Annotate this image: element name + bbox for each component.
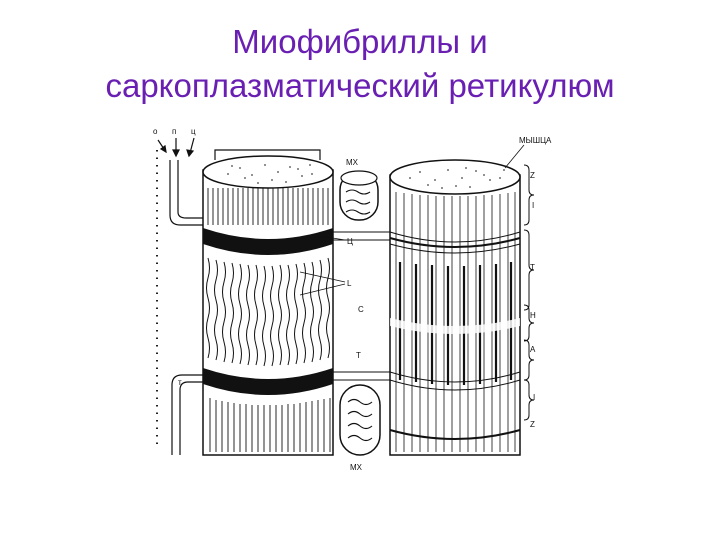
right-label-t: T: [530, 263, 535, 272]
right-label-h: H: [530, 311, 536, 320]
label-s: С: [358, 305, 364, 314]
label-t-middle: Т: [356, 351, 361, 360]
connecting-tubules: [333, 231, 390, 381]
page-title: Миофибриллы и саркоплазматический ретику…: [0, 20, 720, 108]
right-myofibril-cylinder: [389, 159, 521, 456]
left-myofibril-cylinder: [202, 155, 334, 456]
mx-bottom-label: МХ: [350, 463, 363, 472]
label-c-cistern: Ц: [347, 237, 353, 246]
right-brackets: [523, 164, 535, 421]
top-arrows: [157, 137, 195, 158]
transverse-tubule-left: [169, 149, 321, 455]
mx-top-label: МХ: [346, 158, 359, 167]
middle-leader-lines: [299, 235, 346, 296]
right-label-z-bottom: Z: [530, 420, 535, 429]
muscle-label: МЫШЦА: [519, 136, 552, 145]
mitochondrion-top: [339, 170, 379, 221]
top-label-o: о: [153, 127, 158, 136]
top-label-c: ц: [191, 127, 196, 136]
label-l: L: [347, 279, 352, 288]
right-label-i-top: I: [532, 201, 534, 210]
muscle-leader-line: [504, 144, 525, 169]
top-label-p: п: [172, 127, 176, 136]
right-label-a: A: [530, 345, 536, 354]
left-label-t: т: [178, 378, 182, 387]
right-label-i-bottom: I: [533, 393, 535, 402]
title-line-1: Миофибриллы и: [232, 23, 488, 60]
right-label-z-top: Z: [530, 171, 535, 180]
mitochondrion-bottom: [339, 384, 381, 456]
title-line-2: саркоплазматический ретикулюм: [105, 67, 615, 104]
